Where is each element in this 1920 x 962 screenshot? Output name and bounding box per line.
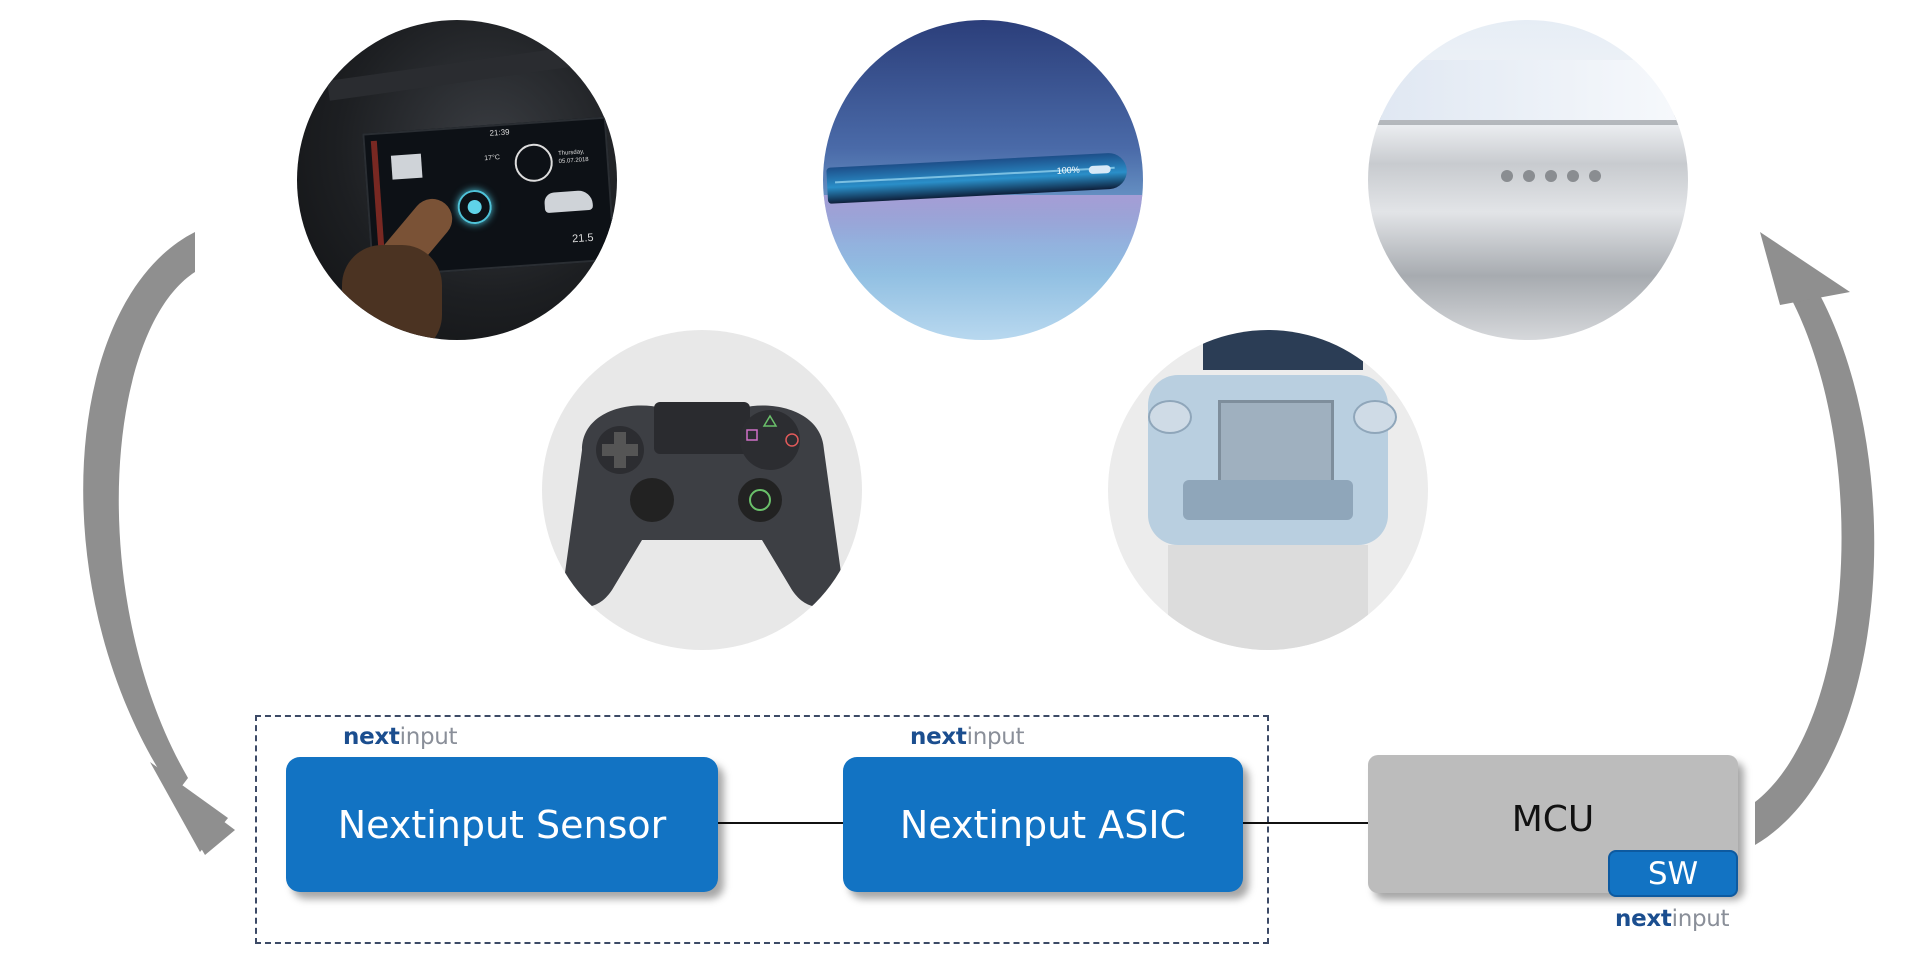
nextinput-boundary	[255, 715, 1269, 944]
logo-brand-b: input	[1671, 906, 1730, 932]
asic-mcu-connector	[1243, 822, 1368, 824]
controller-icon	[563, 402, 842, 607]
curved-arrow-right-icon	[1755, 232, 1875, 845]
sw-block: SW	[1608, 850, 1738, 897]
appliance-panel-image	[1368, 20, 1688, 340]
nextinput-logo-asic: nextinput	[910, 724, 1025, 750]
car-icon	[543, 189, 594, 214]
touch-buttons	[1501, 170, 1601, 190]
sensor-asic-connector	[718, 822, 843, 824]
curved-arrow-left-icon	[83, 232, 235, 855]
phone-edge-image: 100%	[823, 20, 1143, 340]
logo-brand-a: next	[1615, 906, 1672, 932]
logo-brand-a: next	[910, 724, 967, 750]
phone-battery-text: 100%	[1056, 164, 1080, 176]
ultrasound-machine-image	[1108, 330, 1428, 650]
battery-icon	[1088, 164, 1111, 175]
logo-brand-a: next	[343, 724, 400, 750]
clock-icon	[513, 142, 555, 184]
mcu-label: MCU	[1511, 799, 1595, 840]
dashboard-date: Thursday, 05.07.2018	[557, 149, 589, 166]
dashboard-temp: 17°C	[484, 154, 501, 163]
car-touchscreen-image: 21:39 17°C Thursday, 05.07.2018 21.5	[297, 20, 617, 340]
sw-label: SW	[1647, 855, 1699, 892]
mcu-block: MCU SW	[1368, 755, 1738, 897]
logo-brand-b: input	[966, 724, 1025, 750]
nextinput-logo-mcu: nextinput	[1615, 906, 1730, 932]
nextinput-sensor-block: Nextinput Sensor	[286, 757, 718, 892]
dashboard-time: 21:39	[489, 127, 510, 138]
nextinput-asic-block: Nextinput ASIC	[843, 757, 1243, 892]
game-controller-image	[542, 330, 862, 650]
nextinput-logo-sensor: nextinput	[343, 724, 458, 750]
asic-label: Nextinput ASIC	[899, 802, 1187, 847]
touch-target-icon	[456, 188, 493, 226]
logo-brand-b: input	[399, 724, 458, 750]
sensor-label: Nextinput Sensor	[337, 802, 667, 847]
dashboard-big-temp: 21.5	[571, 231, 594, 246]
